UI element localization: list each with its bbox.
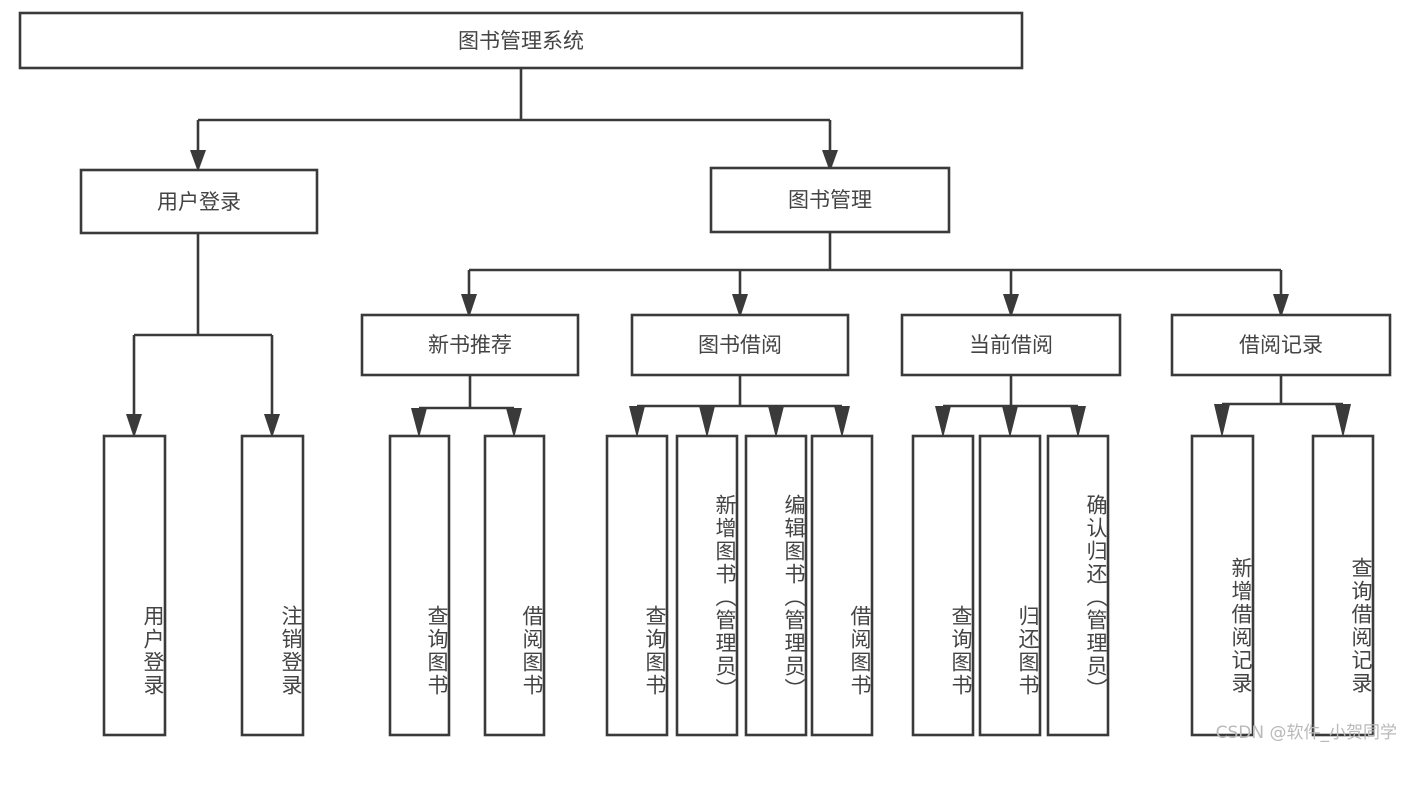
arrowhead-icon bbox=[506, 408, 522, 438]
node-borrow-record-label: 借阅记录 bbox=[1239, 333, 1323, 357]
node-leaf-query-book-borrow-box[interactable] bbox=[605, 434, 669, 737]
node-leaf-borrow-book-rec-box[interactable] bbox=[483, 434, 546, 737]
node-user-login-label: 用户登录 bbox=[157, 190, 241, 214]
edge-book-manage-bus bbox=[467, 232, 1283, 296]
node-book-manage-label: 图书管理 bbox=[788, 188, 872, 212]
node-leaf-logout-box[interactable] bbox=[240, 434, 305, 737]
arrowhead-icon bbox=[935, 406, 951, 438]
node-root-box[interactable] bbox=[18, 11, 1024, 70]
node-leaf-confirm-return-box[interactable] bbox=[1046, 434, 1110, 737]
arrowhead-icon bbox=[1273, 294, 1289, 318]
node-new-book-rec-label: 新书推荐 bbox=[428, 333, 512, 357]
node-leaf-add-book-box[interactable] bbox=[675, 434, 739, 737]
arrowhead-icon bbox=[411, 408, 427, 438]
node-book-borrow-label: 图书借阅 bbox=[698, 333, 782, 357]
arrowhead-icon bbox=[461, 294, 477, 318]
arrowhead-icon bbox=[264, 414, 280, 438]
arrowhead-icon bbox=[1070, 406, 1086, 438]
node-leaf-add-record-box[interactable] bbox=[1190, 434, 1255, 737]
edge-book-borrow-bus bbox=[635, 375, 844, 418]
node-leaf-edit-book-box[interactable] bbox=[744, 434, 808, 737]
node-borrow-record-box[interactable] bbox=[1170, 313, 1392, 377]
node-book-manage-box[interactable] bbox=[709, 166, 951, 234]
diagram-svg: 图书管理系统 用户登录 图书管理 新书推荐 图书借阅 当前借阅 借阅记录 bbox=[18, 11, 1392, 737]
node-root-label: 图书管理系统 bbox=[458, 29, 584, 53]
node-leaf-borrow-book-box[interactable] bbox=[810, 434, 874, 737]
node-layer: 图书管理系统 用户登录 图书管理 新书推荐 图书借阅 当前借阅 借阅记录 bbox=[18, 11, 1392, 377]
connector-layer bbox=[132, 68, 1345, 418]
arrowhead-icon bbox=[699, 406, 715, 438]
arrowhead-icon bbox=[732, 294, 748, 318]
edge-user-login-bus bbox=[132, 233, 274, 418]
node-leaf-query-book-cur-box[interactable] bbox=[911, 434, 975, 737]
arrowhead-icon bbox=[1335, 404, 1351, 438]
node-leaf-user-login-box[interactable] bbox=[102, 434, 167, 737]
leaf-layer bbox=[102, 434, 1375, 737]
node-new-book-rec-box[interactable] bbox=[360, 313, 580, 377]
edge-new-book-rec-bus bbox=[417, 375, 516, 418]
arrowhead-icon bbox=[1003, 294, 1019, 318]
node-leaf-query-record-box[interactable] bbox=[1311, 434, 1375, 737]
arrowhead-icon bbox=[629, 406, 645, 438]
node-current-borrow-label: 当前借阅 bbox=[969, 333, 1053, 357]
arrowhead-icon bbox=[768, 406, 784, 438]
arrowhead-icon bbox=[126, 414, 142, 438]
edge-borrow-record-bus bbox=[1220, 375, 1345, 418]
arrowhead-layer bbox=[126, 150, 1351, 438]
arrowhead-icon bbox=[822, 150, 838, 172]
arrowhead-icon bbox=[190, 150, 206, 172]
arrowhead-icon bbox=[834, 406, 850, 438]
node-book-borrow-box[interactable] bbox=[630, 313, 850, 377]
node-current-borrow-box[interactable] bbox=[900, 313, 1122, 377]
node-leaf-return-book-box[interactable] bbox=[978, 434, 1042, 737]
node-leaf-query-book-rec-box[interactable] bbox=[388, 434, 451, 737]
diagram-canvas: 图书管理系统 用户登录 图书管理 新书推荐 图书借阅 当前借阅 借阅记录 bbox=[18, 11, 1397, 743]
watermark-text: CSDN @软件_小贺同学 bbox=[1215, 723, 1397, 743]
arrowhead-icon bbox=[1002, 406, 1018, 438]
node-user-login-box[interactable] bbox=[79, 168, 319, 235]
arrowhead-icon bbox=[1214, 404, 1230, 438]
edge-root-bus bbox=[196, 68, 832, 152]
